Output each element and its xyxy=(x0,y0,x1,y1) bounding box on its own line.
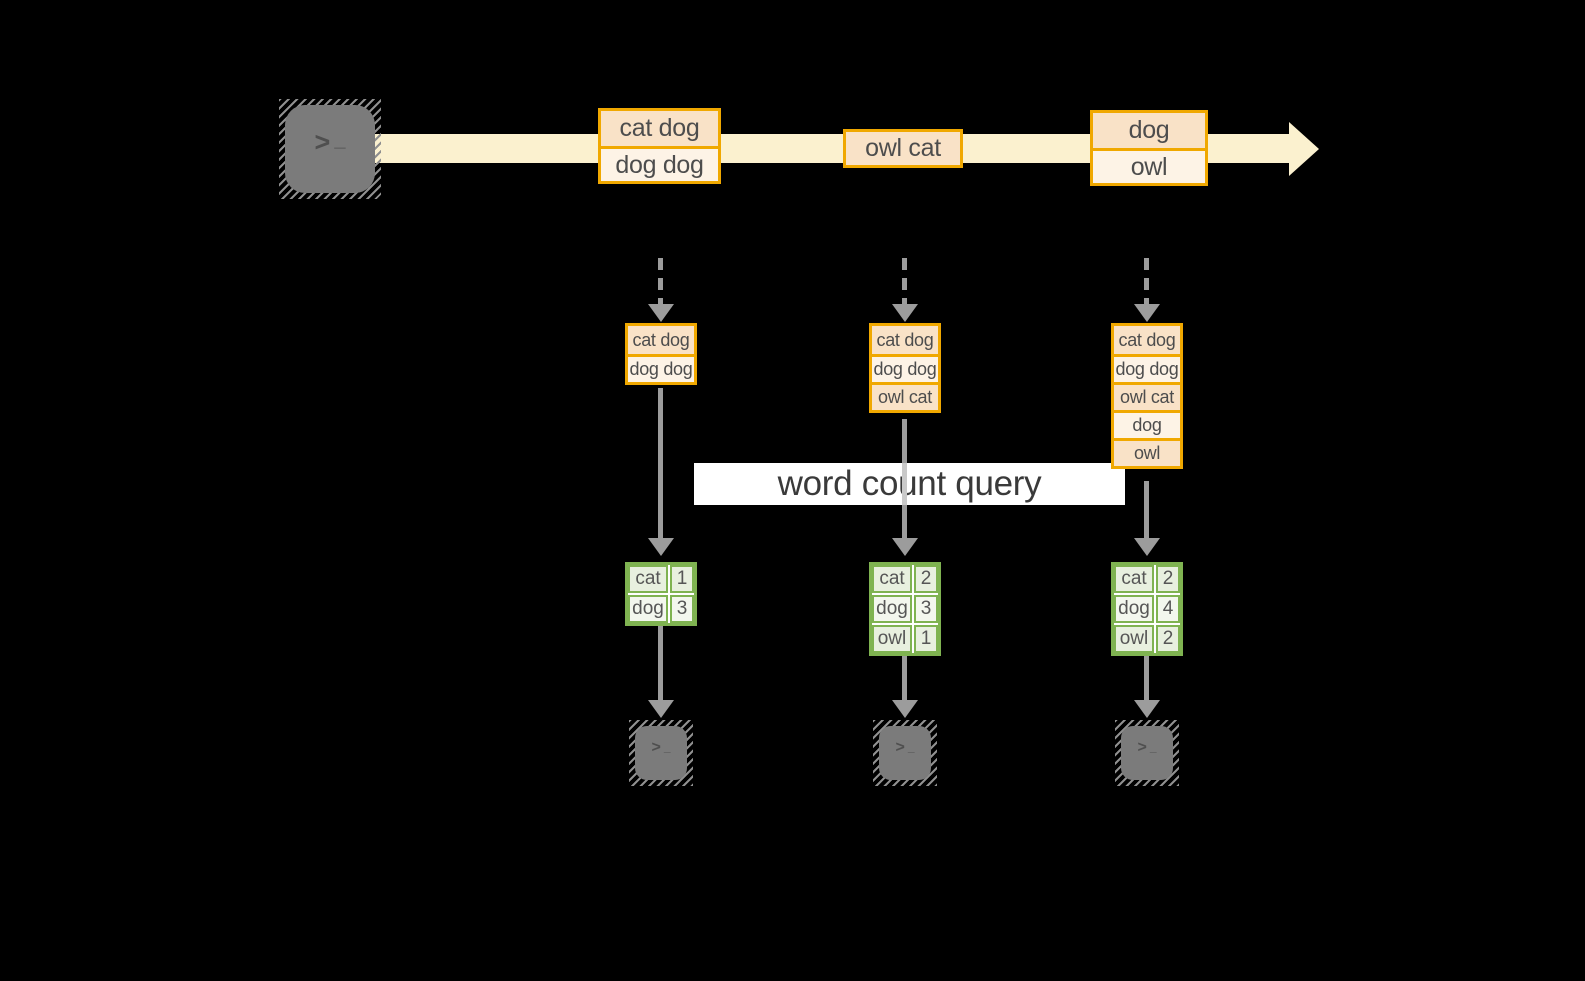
sink-terminal-body: >_ xyxy=(635,726,687,780)
query-arrow-overlay xyxy=(902,463,907,505)
terminal-cursor-icon: _ xyxy=(907,740,915,754)
buffer-row: dog dog xyxy=(872,354,938,382)
count-word-cell: dog xyxy=(628,595,668,623)
event-line: cat dog xyxy=(601,111,718,146)
count-word-cell: dog xyxy=(872,595,912,623)
sink-arrow-line xyxy=(1144,656,1149,700)
count-word-cell: cat xyxy=(628,565,668,593)
count-value-cell: 3 xyxy=(670,595,694,623)
count-word-cell: cat xyxy=(872,565,912,593)
sink-arrow-line xyxy=(658,626,663,700)
query-banner: word count query xyxy=(694,463,1125,505)
ingest-arrow-line xyxy=(902,258,907,306)
ingest-arrow-line xyxy=(1144,258,1149,306)
sink-arrow-line xyxy=(902,656,907,700)
count-word-cell: dog xyxy=(1114,595,1154,623)
buffer-row: owl xyxy=(1114,438,1180,466)
terminal-cursor-icon: _ xyxy=(334,129,346,151)
buffer-row: dog dog xyxy=(1114,354,1180,382)
count-value-cell: 1 xyxy=(914,625,938,653)
buffer-row: owl cat xyxy=(872,382,938,410)
buffer-row: cat dog xyxy=(628,326,694,354)
buffer-row: dog xyxy=(1114,410,1180,438)
event-line: dog xyxy=(1093,113,1205,148)
query-arrow-head xyxy=(648,538,674,556)
query-label: word count query xyxy=(777,464,1042,503)
event-line: dog dog xyxy=(601,146,718,181)
terminal-cursor-icon: _ xyxy=(1149,740,1157,754)
ingest-arrow-head xyxy=(1134,304,1160,322)
count-value-cell: 2 xyxy=(1156,625,1180,653)
event-line: owl xyxy=(1093,148,1205,183)
ingest-arrow-line xyxy=(658,258,663,306)
event-line: owl cat xyxy=(846,132,960,165)
terminal-glyphs: > _ xyxy=(315,127,346,158)
count-value-cell: 4 xyxy=(1156,595,1180,623)
terminal-cursor-icon: _ xyxy=(663,740,671,754)
stream-event-box: cat dog dog dog xyxy=(598,108,721,184)
terminal-glyphs: >_ xyxy=(895,739,914,757)
buffer-row: cat dog xyxy=(872,326,938,354)
terminal-prompt-icon: > xyxy=(314,127,331,157)
stream-event-box: dog owl xyxy=(1090,110,1208,186)
terminal-glyphs: >_ xyxy=(651,739,670,757)
source-terminal-body: > _ xyxy=(285,105,375,193)
count-value-cell: 1 xyxy=(670,565,694,593)
sink-arrow-head xyxy=(648,700,674,718)
buffer-row: dog dog xyxy=(628,354,694,382)
sink-arrow-head xyxy=(892,700,918,718)
source-terminal-icon: > _ xyxy=(279,99,381,199)
terminal-glyphs: >_ xyxy=(1137,739,1156,757)
count-value-cell: 2 xyxy=(1156,565,1180,593)
terminal-prompt-icon: > xyxy=(895,739,905,756)
buffer-row: cat dog xyxy=(1114,326,1180,354)
count-word-cell: owl xyxy=(872,625,912,653)
ingest-arrow-head xyxy=(648,304,674,322)
sink-terminal-icon: >_ xyxy=(629,720,693,786)
terminal-prompt-icon: > xyxy=(1137,739,1147,756)
sink-arrow-head xyxy=(1134,700,1160,718)
sink-terminal-icon: >_ xyxy=(873,720,937,786)
sink-terminal-body: >_ xyxy=(1121,726,1173,780)
count-value-cell: 3 xyxy=(914,595,938,623)
buffer-row: owl cat xyxy=(1114,382,1180,410)
query-arrow-head xyxy=(892,538,918,556)
query-arrow-line xyxy=(658,388,663,538)
stream-arrowhead-icon xyxy=(1289,122,1319,176)
sink-terminal-body: >_ xyxy=(879,726,931,780)
query-arrow-line xyxy=(1144,481,1149,538)
ingest-arrow-head xyxy=(892,304,918,322)
query-arrow-head xyxy=(1134,538,1160,556)
count-value-cell: 2 xyxy=(914,565,938,593)
stream-event-box: owl cat xyxy=(843,129,963,168)
count-word-cell: cat xyxy=(1114,565,1154,593)
count-word-cell: owl xyxy=(1114,625,1154,653)
terminal-prompt-icon: > xyxy=(651,739,661,756)
sink-terminal-icon: >_ xyxy=(1115,720,1179,786)
